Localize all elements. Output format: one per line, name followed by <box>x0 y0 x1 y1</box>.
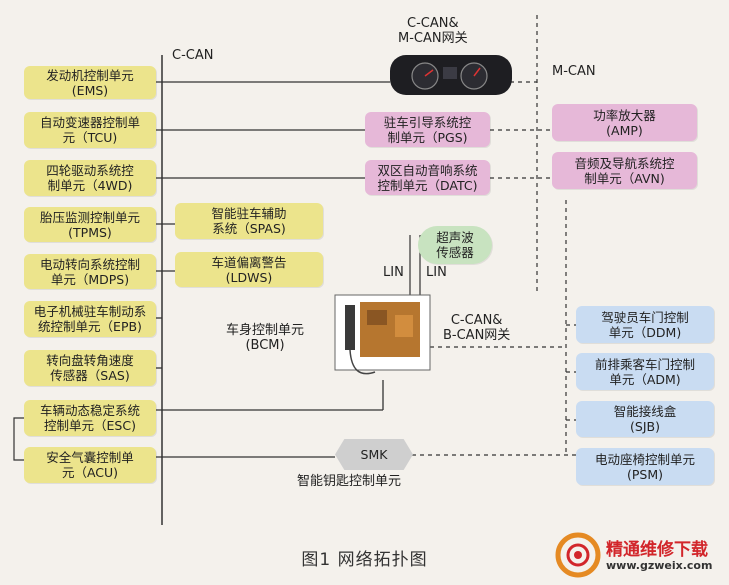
ecu-psm: 电动座椅控制单元 (PSM) <box>576 448 714 485</box>
ecu-acu: 安全气囊控制单 元（ACU) <box>24 447 156 483</box>
ecu-epb: 电子机械驻车制动系 统控制单元（EPB) <box>24 301 156 337</box>
c-can-label: C-CAN <box>172 48 214 63</box>
ecu-mdps: 电动转向系统控制 单元（MDPS) <box>24 254 156 289</box>
m-can-label: M-CAN <box>552 64 596 79</box>
ecu-sas: 转向盘转角速度 传感器（SAS) <box>24 350 156 386</box>
ecu-amp: 功率放大器 (AMP) <box>552 104 697 141</box>
smk-unit: SMK <box>335 439 413 470</box>
ecu-ems: 发动机控制单元 (EMS) <box>24 66 156 99</box>
gateway-c-b-label: C-CAN& B-CAN网关 <box>443 313 511 343</box>
ecu-pgs: 驻车引导系统控 制单元（PGS) <box>365 112 490 147</box>
ecu-tcu: 自动变速器控制单 元（TCU) <box>24 112 156 148</box>
ultrasonic-sensor: 超声波 传感器 <box>418 226 492 264</box>
lin-label-right: LIN <box>426 265 447 280</box>
bcm-image <box>334 294 431 375</box>
ecu-sjb: 智能接线盒 (SJB) <box>576 401 714 437</box>
lin-label-left: LIN <box>383 265 404 280</box>
ecu-avn: 音频及导航系统控 制单元（AVN) <box>552 152 697 189</box>
ecu-tpms: 胎压监测控制单元 (TPMS) <box>24 207 156 242</box>
ecu-4wd: 四轮驱动系统控 制单元（4WD) <box>24 160 156 196</box>
ecu-esc: 车辆动态稳定系统 控制单元（ESC) <box>24 400 156 436</box>
figure-caption: 图1 网络拓扑图 <box>301 550 428 570</box>
ecu-spas: 智能驻车辅助 系统（SPAS) <box>175 203 323 239</box>
ecu-ldws: 车道偏离警告 (LDWS) <box>175 252 323 287</box>
smk-desc-label: 智能钥匙控制单元 <box>297 474 402 489</box>
ecu-adm: 前排乘客车门控制 单元（ADM) <box>576 353 714 390</box>
bcm-label: 车身控制单元 (BCM) <box>226 323 305 353</box>
watermark: 精通维修下载 www.gzweix.com <box>554 529 719 581</box>
ecu-datc: 双区自动音响系统 控制单元（DATC) <box>365 160 490 195</box>
watermark-logo-icon <box>555 532 601 578</box>
watermark-url: www.gzweix.com <box>606 559 713 572</box>
watermark-title: 精通维修下载 <box>606 540 708 560</box>
cluster-gateway-image <box>390 55 512 95</box>
ecu-ddm: 驾驶员车门控制 单元（DDM) <box>576 306 714 343</box>
gateway-c-m-label: C-CAN& M-CAN网关 <box>398 16 468 46</box>
